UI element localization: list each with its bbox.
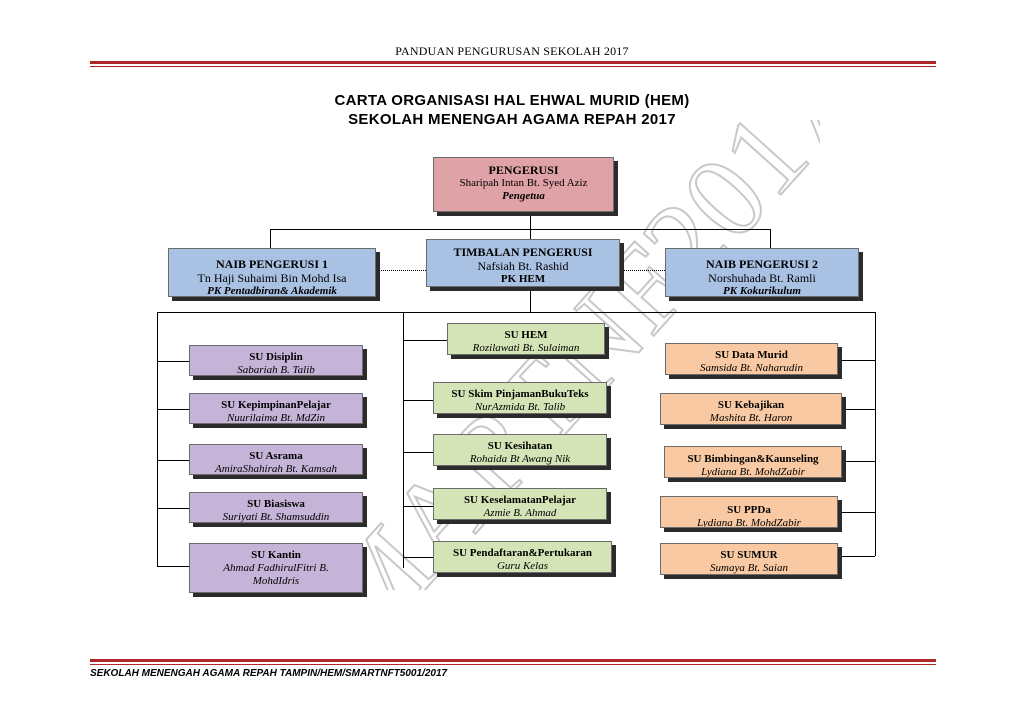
center-unit-skim-pinjaman: SU Skim PinjamanBukuTeks NurAzmida Bt. T… xyxy=(433,382,607,414)
unit-person: Nuurilaima Bt. MdZin xyxy=(226,411,326,424)
chairman-name: Sharipah Intan Bt. Syed Aziz xyxy=(459,177,588,190)
unit-person: Sumaya Bt. Saian xyxy=(710,561,788,574)
unit-title: SU Bimbingan&Kaunseling xyxy=(687,453,819,465)
deputy2-box: NAIB PENGERUSI 2 Norshuhada Bt. Ramli PK… xyxy=(665,248,859,297)
unit-title: SU SUMUR xyxy=(720,549,778,561)
unit-person: Guru Kelas xyxy=(496,559,549,572)
left-unit-kepimpinan: SU KepimpinanPelajar Nuurilaima Bt. MdZi… xyxy=(189,393,363,424)
vice-chairman-box: TIMBALAN PENGERUSI Nafsiah Bt. Rashid PK… xyxy=(426,239,620,287)
unit-title: SU KeselamatanPelajar xyxy=(463,494,577,506)
document-title: CARTA ORGANISASI HAL EHWAL MURID (HEM) xyxy=(334,92,690,109)
unit-title: SU Data Murid xyxy=(715,349,788,361)
page-footer: SEKOLAH MENENGAH AGAMA REPAH TAMPIN/HEM/… xyxy=(90,668,448,679)
center-unit-kesihatan: SU Kesihatan Rohaida Bt Awang Nik xyxy=(433,434,607,466)
vice-chairman-name: Nafsiah Bt. Rashid xyxy=(477,259,569,274)
deputy2-title: NAIB PENGERUSI 2 xyxy=(705,257,819,271)
unit-title: SU Kesihatan xyxy=(487,440,553,452)
unit-title: SU PPDa xyxy=(727,504,771,516)
unit-title: SU Biasiswa xyxy=(247,498,305,510)
unit-person: AmiraShahirah Bt. Kamsah xyxy=(215,462,337,475)
footer-rule-top xyxy=(90,659,936,662)
unit-title: SU Pendaftaran&Pertukaran xyxy=(452,547,593,559)
header-rule-bottom xyxy=(90,66,936,67)
right-unit-kebajikan: SU Kebajikan Mashita Bt. Haron xyxy=(660,393,842,425)
unit-person: Lydiana Bt. MohdZabir xyxy=(697,516,801,528)
center-unit-hem: SU HEM Rozilawati Bt. Sulaiman xyxy=(447,323,605,355)
unit-person: NurAzmida Bt. Talib xyxy=(474,400,566,413)
footer-rule-bottom xyxy=(90,664,936,665)
unit-person: Suriyati Bt. Shamsuddin xyxy=(222,510,330,523)
unit-title: SU Disiplin xyxy=(249,351,303,363)
right-unit-bimbingan-kaunseling: SU Bimbingan&Kaunseling Lydiana Bt. Mohd… xyxy=(664,446,842,478)
deputy1-title: NAIB PENGERUSI 1 xyxy=(215,257,329,271)
unit-person: Rohaida Bt Awang Nik xyxy=(469,452,571,465)
left-unit-disiplin: SU Disiplin Sabariah B. Talib xyxy=(189,345,363,376)
center-unit-keselamatan: SU KeselamatanPelajar Azmie B. Ahmad xyxy=(433,488,607,520)
deputy2-name: Norshuhada Bt. Ramli xyxy=(708,271,816,286)
unit-person: Sabariah B. Talib xyxy=(237,363,315,376)
chairman-title: PENGERUSI xyxy=(488,163,559,177)
deputy1-box: NAIB PENGERUSI 1 Tn Haji Suhaimi Bin Moh… xyxy=(168,248,376,297)
vice-chairman-title: TIMBALAN PENGERUSI xyxy=(453,245,593,259)
unit-title: SU KepimpinanPelajar xyxy=(221,399,331,411)
unit-title: SU Kebajikan xyxy=(717,399,785,411)
unit-person: Rozilawati Bt. Sulaiman xyxy=(472,341,580,354)
page-header-title: PANDUAN PENGURUSAN SEKOLAH 2017 xyxy=(395,44,629,58)
unit-title: SU HEM xyxy=(504,329,548,341)
unit-title: SU Kantin xyxy=(251,549,301,561)
unit-title: SU Skim PinjamanBukuTeks xyxy=(451,388,589,400)
unit-person: Samsida Bt. Naharudin xyxy=(700,361,803,374)
chairman-role: Pengetua xyxy=(502,190,545,203)
unit-title: SU Asrama xyxy=(249,450,303,462)
right-unit-ppda: SU PPDa Lydiana Bt. MohdZabir xyxy=(660,496,838,528)
unit-person: Mashita Bt. Haron xyxy=(709,411,793,424)
unit-person: Lydiana Bt. MohdZabir xyxy=(701,465,805,478)
header-rule-top xyxy=(90,61,936,64)
right-unit-data-murid: SU Data Murid Samsida Bt. Naharudin xyxy=(665,343,838,375)
left-unit-asrama: SU Asrama AmiraShahirah Bt. Kamsah xyxy=(189,444,363,475)
unit-person: Azmie B. Ahmad xyxy=(483,506,557,519)
deputy2-role: PK Kokurikulum xyxy=(723,285,801,297)
center-unit-pendaftaran: SU Pendaftaran&Pertukaran Guru Kelas xyxy=(433,541,612,573)
deputy1-role: PK Pentadbiran& Akademik xyxy=(207,285,337,297)
right-unit-sumur: SU SUMUR Sumaya Bt. Saian xyxy=(660,543,838,575)
left-unit-kantin: SU Kantin Ahmad FadhirulFitri B. MohdIdr… xyxy=(189,543,363,593)
vice-chairman-role: PK HEM xyxy=(500,273,546,286)
unit-person: Ahmad FadhirulFitri B. MohdIdris xyxy=(223,561,329,587)
left-unit-biasiswa: SU Biasiswa Suriyati Bt. Shamsuddin xyxy=(189,492,363,523)
deputy1-name: Tn Haji Suhaimi Bin Mohd Isa xyxy=(197,271,347,286)
chairman-box: PENGERUSI Sharipah Intan Bt. Syed Aziz P… xyxy=(433,157,614,212)
document-subtitle: SEKOLAH MENENGAH AGAMA REPAH 2017 xyxy=(348,111,676,128)
